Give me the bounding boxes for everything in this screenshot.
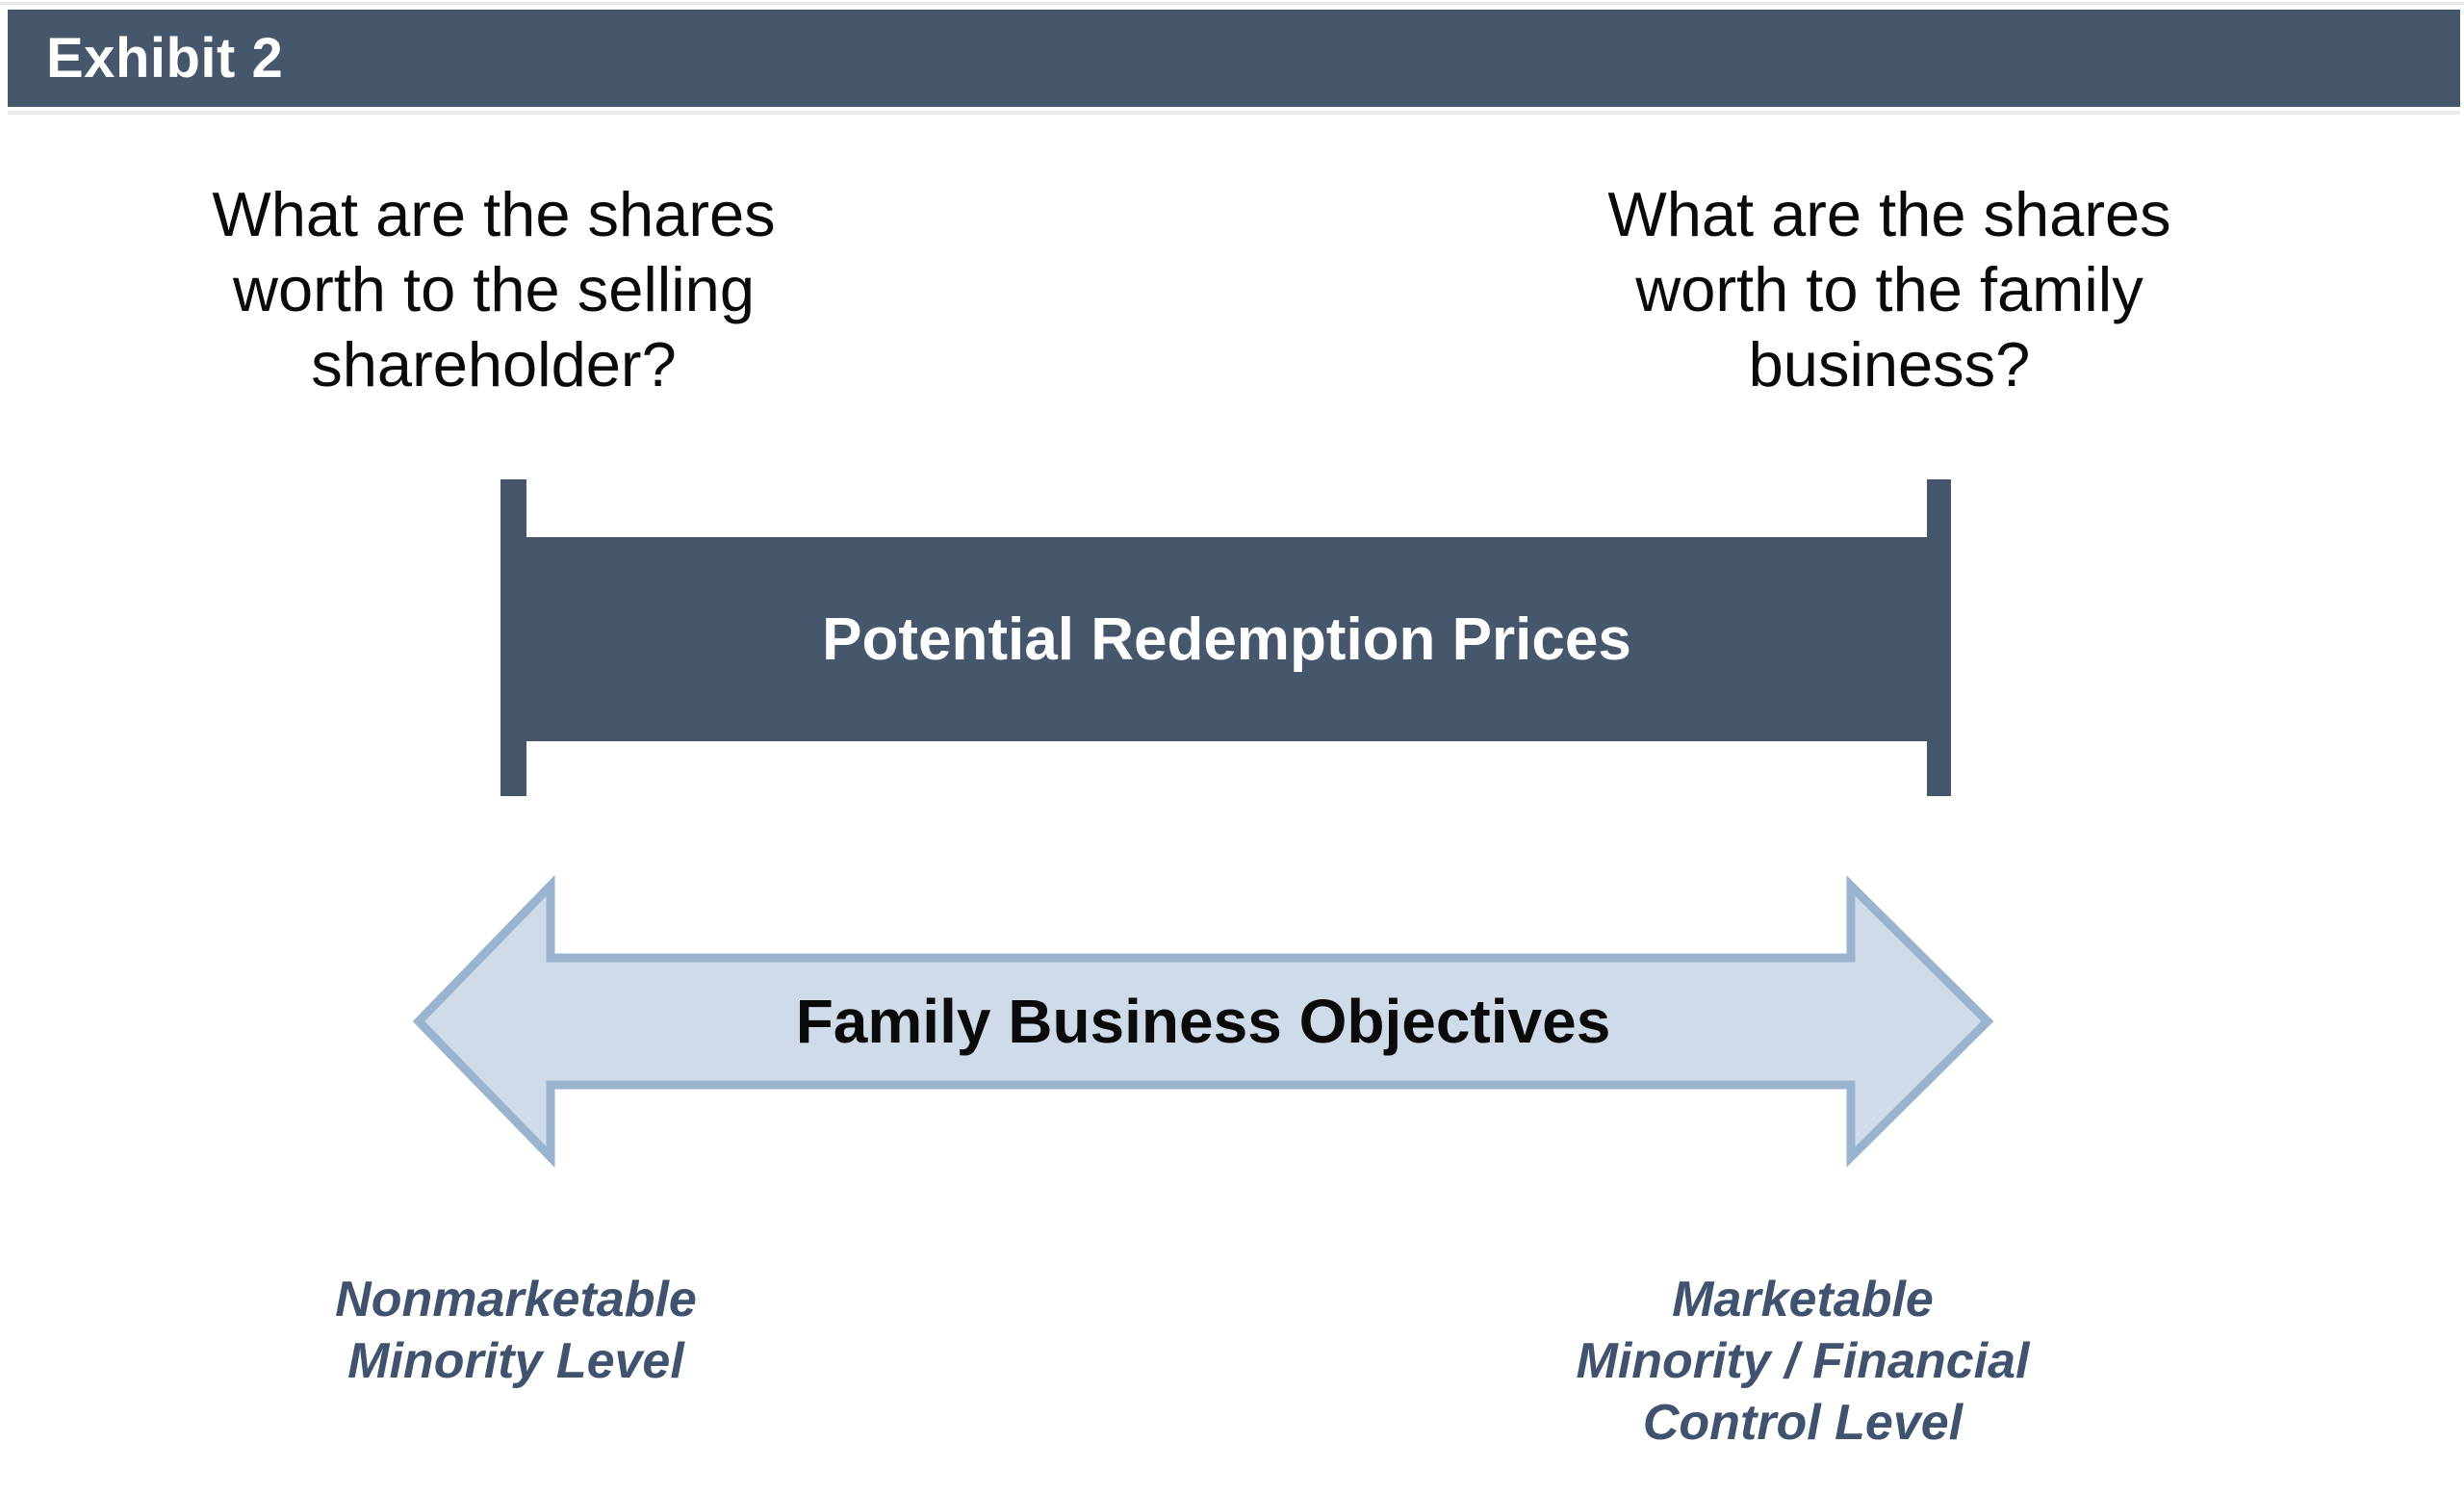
question-line: shareholder?	[311, 329, 677, 399]
double-headed-arrow-icon	[412, 874, 1994, 1169]
level-label-line: Control Level	[1642, 1395, 1964, 1451]
header-shadow-line	[8, 111, 2460, 115]
arrow-label-box: Family Business Objectives	[419, 886, 1988, 1157]
question-selling-shareholder: What are the shares worth to the selling…	[205, 177, 783, 402]
level-label-line: Nonmarketable	[335, 1272, 697, 1327]
range-end-cap-right	[1927, 479, 1951, 796]
level-label-line: Marketable	[1672, 1272, 1934, 1327]
nonmarketable-minority-level-label: Nonmarketable Minority Level	[275, 1269, 757, 1392]
question-line: business?	[1748, 329, 2031, 399]
question-line: What are the shares	[212, 179, 776, 249]
exhibit-title: Exhibit 2	[46, 27, 284, 90]
question-family-business: What are the shares worth to the family …	[1601, 177, 2178, 402]
exhibit-header-bar: Exhibit 2	[8, 10, 2460, 107]
marketable-minority-financial-control-level-label: Marketable Minority / Financial Control …	[1514, 1269, 2092, 1454]
potential-redemption-prices-label: Potential Redemption Prices	[822, 605, 1631, 673]
level-label-line: Minority / Financial	[1576, 1333, 2030, 1389]
family-business-objectives-label: Family Business Objectives	[795, 987, 1611, 1056]
potential-redemption-prices-bar: Potential Redemption Prices	[526, 537, 1927, 741]
question-line: worth to the selling	[233, 254, 755, 324]
family-business-objectives-arrow: Family Business Objectives	[412, 874, 1994, 1169]
question-line: worth to the family	[1635, 254, 2143, 324]
question-line: What are the shares	[1607, 179, 2171, 249]
level-label-line: Minority Level	[347, 1333, 684, 1389]
top-edge-line	[0, 2, 2464, 5]
range-end-cap-left	[500, 479, 526, 796]
